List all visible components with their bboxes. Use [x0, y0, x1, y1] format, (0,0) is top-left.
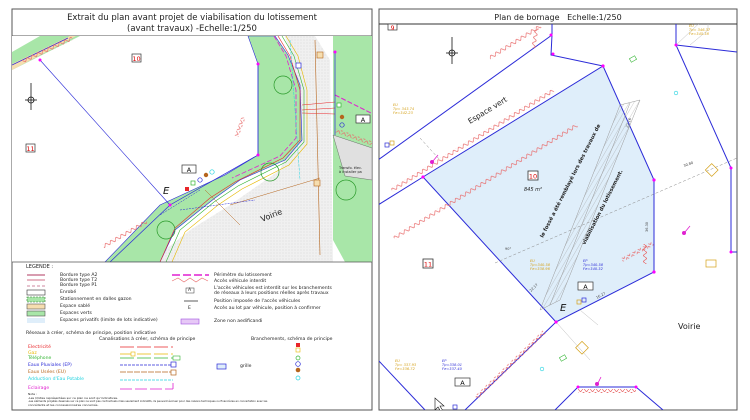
lot-9-label: 9 — [391, 25, 395, 32]
right-title: Plan de bornage Echelle:1/250 — [494, 13, 621, 22]
note-line: concédants et les concessionnaires conce… — [28, 402, 99, 407]
legend-item: Accès véhicule interdit — [214, 279, 267, 284]
svg-text:Fe=336.72: Fe=336.72 — [395, 367, 416, 371]
svg-text:Tp=338.01: Tp=338.01 — [442, 363, 462, 367]
legend-item: Stationnement en dalles gazon — [60, 297, 132, 302]
svg-text:Tp= 346.37: Tp= 346.37 — [689, 28, 711, 32]
svg-text:EP: EP — [442, 359, 447, 363]
connection-icons — [384, 55, 719, 410]
svg-text:EU: EU — [530, 259, 535, 263]
legend-item: Zone non aedificandi — [214, 319, 263, 324]
svg-text:EU: EU — [395, 359, 400, 363]
network-eau-potable: Adduction d'Eau Potable — [28, 377, 84, 382]
legend-symbol-a: A — [188, 288, 192, 293]
svg-text:Tp= 337.93: Tp= 337.93 — [395, 363, 417, 367]
legend-item: Bordure type A2 — [60, 273, 98, 278]
note-line: -Les limites représentées sur ce plan ne… — [28, 395, 119, 400]
legend-item: Espaces verts — [60, 311, 92, 316]
angle-label: 90° — [505, 247, 511, 251]
legend-heading: LEGENDE : — [26, 264, 54, 270]
network-eaux-pluviales: Eaux Pluviales (EP) — [28, 363, 72, 368]
svg-text:Fe=342.23: Fe=342.23 — [393, 111, 414, 115]
left-plan-drawing: 10 11 A A E Voirie Transfo. élec. à inst… — [12, 36, 372, 262]
lot-11-label: 11 — [26, 145, 34, 153]
left-title-line1: Extrait du plan avant projet de viabilis… — [67, 13, 318, 23]
svg-text:Fe=338.96: Fe=338.96 — [530, 267, 551, 271]
legend-item: L'accès véhicules est interdit sur les b… — [214, 286, 332, 291]
legend-symbol-e: E — [188, 306, 191, 311]
right-plan-drawing: 9 10 845 m² 11 Espace vert le fossé a ét… — [379, 24, 737, 410]
level-annotations: EU Tp= 346.37 Fe=345.38 EU Tp= 343.74 Fe… — [393, 24, 711, 371]
lot-area: 845 m² — [524, 187, 542, 193]
network-electricite: Electricité — [28, 345, 51, 350]
grille-icon — [216, 363, 227, 370]
access-a-label: A — [361, 116, 366, 124]
svg-text:EP: EP — [583, 259, 588, 263]
access-a-label: A — [460, 379, 465, 387]
svg-text:Tp=340.58: Tp=340.58 — [530, 263, 551, 267]
lot-10-label: 10 — [132, 55, 140, 63]
network-eaux-usees: Eaux Usées (EU) — [28, 370, 66, 375]
voirie-label: Voirie — [678, 322, 700, 331]
legend-item: Position imposée de l'accès véhicules — [214, 299, 301, 304]
lot-10-label: 10 — [529, 173, 537, 181]
dimension-label: 36.30 — [645, 222, 649, 232]
grille-label: grille — [240, 364, 252, 369]
tree-icons — [156, 75, 357, 240]
dimension-label: 22.16 — [625, 118, 632, 129]
access-e-label: E — [560, 303, 567, 314]
filled-ditch — [539, 99, 641, 311]
mouse-cursor-icon — [434, 397, 445, 410]
dimension-label: 16.27 — [596, 291, 607, 299]
left-panel: Extrait du plan avant projet de viabilis… — [11, 8, 373, 411]
north-arrow-icon — [25, 83, 37, 110]
svg-text:EU: EU — [689, 24, 694, 28]
left-title-box — [11, 8, 373, 37]
legend-item: Enrobé — [60, 290, 77, 295]
transfo-label: Transfo. élec. — [338, 166, 362, 170]
connection-icons — [185, 51, 345, 191]
legend-item: de réseaux à leurs positions réelles apr… — [214, 291, 329, 296]
legend-item: Accès au lot par véhicule, position à co… — [214, 306, 321, 311]
legend-item: Périmètre du lotissement — [214, 273, 272, 278]
boundary-markers — [421, 33, 733, 389]
lot-11-label: 11 — [424, 261, 432, 269]
network-eclairage: Eclairage — [28, 386, 50, 391]
note-title: Note : — [28, 392, 38, 396]
dimension-label: 22.17 — [529, 283, 539, 293]
pipes-heading: Canalisations à créer, schéma de princip… — [99, 337, 196, 342]
access-e-label: E — [163, 186, 170, 197]
access-a-label: A — [187, 166, 192, 174]
left-title-line2: (avant travaux) -Echelle:1/250 — [127, 24, 257, 34]
legend-swatches — [26, 274, 301, 390]
access-a-label: A — [583, 283, 588, 291]
note-line: -Les éléments projetés dessinés sur ce p… — [28, 400, 268, 403]
network-gaz: Gaz — [28, 351, 37, 356]
network-telephone: Téléphone — [28, 356, 52, 361]
svg-text:Fe=340.32: Fe=340.32 — [583, 267, 604, 271]
legend-item: Espace sablé — [60, 304, 91, 309]
svg-text:Fe=337.40: Fe=337.40 — [442, 367, 463, 371]
svg-text:Tp=340.58: Tp=340.58 — [583, 263, 604, 267]
lot-10-parcel — [422, 65, 655, 323]
connections-heading: Branchements, schéma de principe — [251, 337, 333, 342]
networks-heading: Réseaux à créer, schéma de principe, pos… — [26, 331, 157, 336]
svg-text:EU: EU — [393, 103, 398, 107]
legend-item: Espaces privatifs (limite de lots indica… — [60, 318, 158, 323]
svg-text:Fe=345.38: Fe=345.38 — [689, 32, 710, 36]
svg-text:Tp= 343.74: Tp= 343.74 — [393, 107, 415, 111]
transfo-label-2: à installer pa — [339, 170, 362, 174]
legend-item: Bordure type P1 — [60, 283, 98, 288]
dimension-label: 30.80 — [683, 161, 694, 168]
legend-item: Bordure type T2 — [60, 278, 98, 283]
north-arrow-icon — [446, 37, 458, 64]
right-panel: Plan de bornage Echelle:1/250 — [378, 8, 738, 411]
